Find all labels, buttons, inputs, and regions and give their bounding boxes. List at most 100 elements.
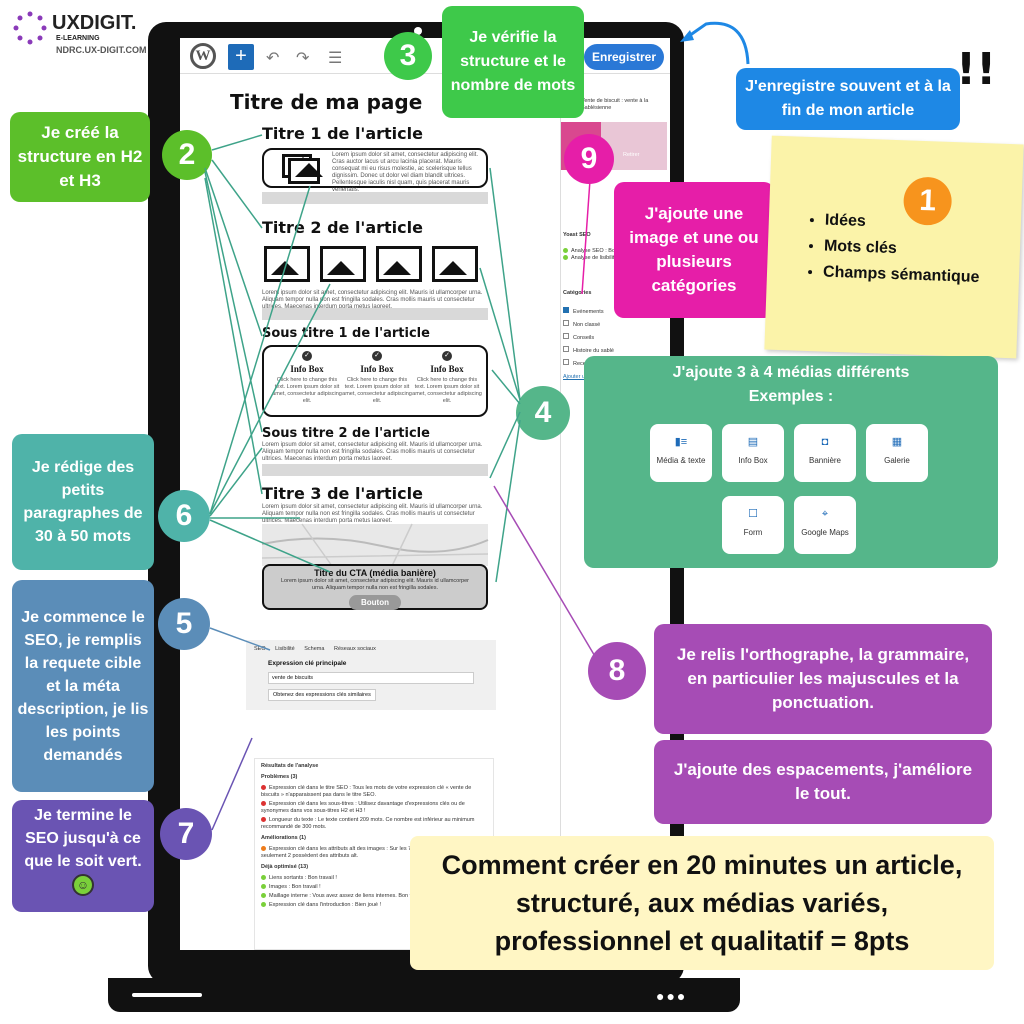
media-text-block[interactable]: Lorem ipsum dolor sit amet, consectetur … (262, 148, 488, 193)
problem-text: Expression clé dans les sous-titres : Ut… (261, 801, 465, 814)
form-icon: ☐ (748, 508, 758, 520)
problems-header[interactable]: Problèmes (3) (261, 774, 298, 780)
good-text: Expression clé dans l'introduction : Bie… (269, 902, 382, 908)
step-8-badge: 8 (588, 642, 646, 700)
brand-url[interactable]: NDRC.UX-DIGIT.COM (56, 45, 147, 55)
cta-banner-block[interactable]: Titre du CTA (média banière) Lorem ipsum… (262, 564, 488, 610)
results-title: Résultats de l'analyse (261, 763, 319, 769)
callout-7-text: Je termine le SEO jusqu'à ce que le soit… (24, 807, 142, 870)
green-dot-icon (563, 255, 568, 261)
problem-item: Expression clé dans les sous-titres : Ut… (261, 801, 487, 815)
infobox-item[interactable]: ✓ Info Box Click here to change this tex… (342, 351, 412, 405)
red-dot-icon (261, 785, 266, 791)
good-text: Maillage interne : Vous avez assez de li… (269, 893, 428, 899)
heading-h2-1[interactable]: Titre 1 de l'article (262, 124, 423, 143)
green-dot-icon (261, 884, 266, 890)
checkbox-checked[interactable] (563, 307, 569, 313)
infobox-item[interactable]: ✓ Info Box Click here to change this tex… (272, 351, 342, 405)
media-card-media-text[interactable]: ▮≡Média & texte (650, 424, 712, 482)
cta-button[interactable]: Bouton (349, 595, 401, 610)
improvements-header[interactable]: Améliorations (1) (261, 835, 306, 841)
gallery-block[interactable] (262, 246, 488, 286)
green-dot-icon (261, 875, 266, 881)
map-icon: ⌖ (821, 508, 829, 520)
map-roads-icon (261, 523, 489, 567)
heading-h2-2[interactable]: Titre 2 de l'article (262, 218, 423, 237)
media-card-maps[interactable]: ⌖Google Maps (794, 496, 856, 554)
category-item[interactable]: Recette (563, 358, 669, 371)
problem-item: Longueur du texte : Le texte contient 20… (261, 817, 487, 831)
tablet-home-bar (132, 993, 202, 997)
category-item[interactable]: Histoire du sablé (563, 345, 669, 358)
checkbox[interactable] (563, 359, 569, 365)
step-6-badge: 6 (158, 490, 210, 542)
tab-schema[interactable]: Schema (304, 646, 325, 652)
wordpress-logo-icon[interactable]: W (190, 43, 216, 69)
spacer (262, 192, 488, 204)
category-item[interactable]: Conseils (563, 332, 669, 345)
media-card-banner[interactable]: ◘Bannière (794, 424, 856, 482)
heading-h3-2[interactable]: Sous titre 2 de l'article (262, 426, 430, 441)
post-title-preview: Vente de biscuit : vente à la Sablésienn… (581, 98, 649, 111)
gallery-image-icon (320, 246, 366, 282)
callout-save: J'enregistre souvent et à la fin de mon … (736, 68, 960, 130)
block-paragraph[interactable]: Lorem ipsum dolor sit amet, consectetur … (262, 504, 483, 524)
block-paragraph[interactable]: Lorem ipsum dolor sit amet, consectetur … (262, 442, 483, 462)
categories-label: Catégories (563, 290, 592, 296)
add-block-button[interactable]: + (228, 44, 254, 70)
conclusion-box: Comment créer en 20 minutes un article, … (410, 836, 994, 970)
tab-seo[interactable]: SEO (254, 646, 266, 652)
gallery-image-icon (264, 246, 310, 282)
seo-analysis-status: Analyse SEO : Bonne Analyse de lisibilit… (563, 248, 669, 262)
block-paragraph[interactable]: Lorem ipsum dolor sit amet, consectetur … (332, 152, 479, 193)
page-title[interactable]: Titre de ma page (230, 90, 423, 114)
seo-tabs: SEO Lisibilité Schema Réseaux sociaux (254, 646, 376, 652)
sticky-item: Champs sémantique (823, 260, 980, 291)
checkbox[interactable] (563, 333, 569, 339)
red-dot-icon (261, 817, 266, 823)
readability-analysis-text: Analyse de lisibilité (571, 255, 618, 261)
callout-3: Je vérifie la structure et le nombre de … (442, 6, 584, 118)
image-placeholder-icon (288, 158, 323, 184)
related-keyphrase-button[interactable]: Obtenez des expressions clés similaires (268, 689, 376, 701)
media-card-infobox[interactable]: ▤Info Box (722, 424, 784, 482)
tab-social[interactable]: Réseaux sociaux (333, 646, 376, 652)
media-card-form[interactable]: ☐Form (722, 496, 784, 554)
problem-text: Expression clé dans le titre SEO : Tous … (261, 785, 472, 798)
tab-readability[interactable]: Lisibilité (275, 646, 295, 652)
remove-image-button[interactable]: Retirer (623, 152, 640, 158)
brand-logo: UXDIGIT. E-LEARNING NDRC.UX-DIGIT.COM (8, 8, 168, 58)
callout-8-b: J'ajoute des espacements, j'améliore le … (654, 740, 992, 824)
step-3-badge: 3 (384, 32, 432, 80)
save-button[interactable]: Enregistrer (584, 44, 664, 70)
undo-icon[interactable]: ↶ (266, 50, 280, 67)
category-item[interactable]: Non classé (563, 319, 669, 332)
category-item[interactable]: Evénements (563, 306, 669, 319)
green-dot-icon (261, 893, 266, 899)
check-icon: ✓ (372, 351, 382, 361)
google-map-block[interactable] (261, 523, 489, 567)
good-header[interactable]: Déjà optimisé (13) (261, 864, 309, 870)
step-7-badge: 7 (160, 808, 212, 860)
document-overview-icon[interactable]: ☰ (328, 50, 343, 67)
media-card-gallery[interactable]: ▦Galerie (866, 424, 928, 482)
infobox-icon: ▤ (747, 436, 759, 448)
gallery-image-icon (432, 246, 478, 282)
infobox-item[interactable]: ✓ Info Box Click here to change this tex… (412, 351, 482, 405)
infobox-title: Info Box (430, 364, 464, 374)
check-icon: ✓ (442, 351, 452, 361)
redo-icon[interactable]: ↷ (296, 50, 310, 67)
media-panel-subtitle: Exemples : (748, 388, 834, 405)
save-arrow-icon (676, 10, 756, 70)
tablet-camera (414, 27, 422, 35)
heading-h2-3[interactable]: Titre 3 de l'article (262, 484, 423, 503)
checkbox[interactable] (563, 320, 569, 326)
gallery-icon: ▦ (891, 436, 903, 448)
good-text: Liens sortants : Bon travail ! (269, 875, 337, 881)
checkbox[interactable] (563, 346, 569, 352)
keyphrase-input[interactable]: vente de biscuits (268, 672, 474, 684)
heading-h3-1[interactable]: Sous titre 1 de l'article (262, 326, 430, 341)
media-panel: J'ajoute 3 à 4 médias différents Exemple… (584, 356, 998, 568)
infobox-block[interactable]: ✓ Info Box Click here to change this tex… (262, 345, 488, 417)
brand-name: UXDIGIT. (52, 12, 137, 34)
